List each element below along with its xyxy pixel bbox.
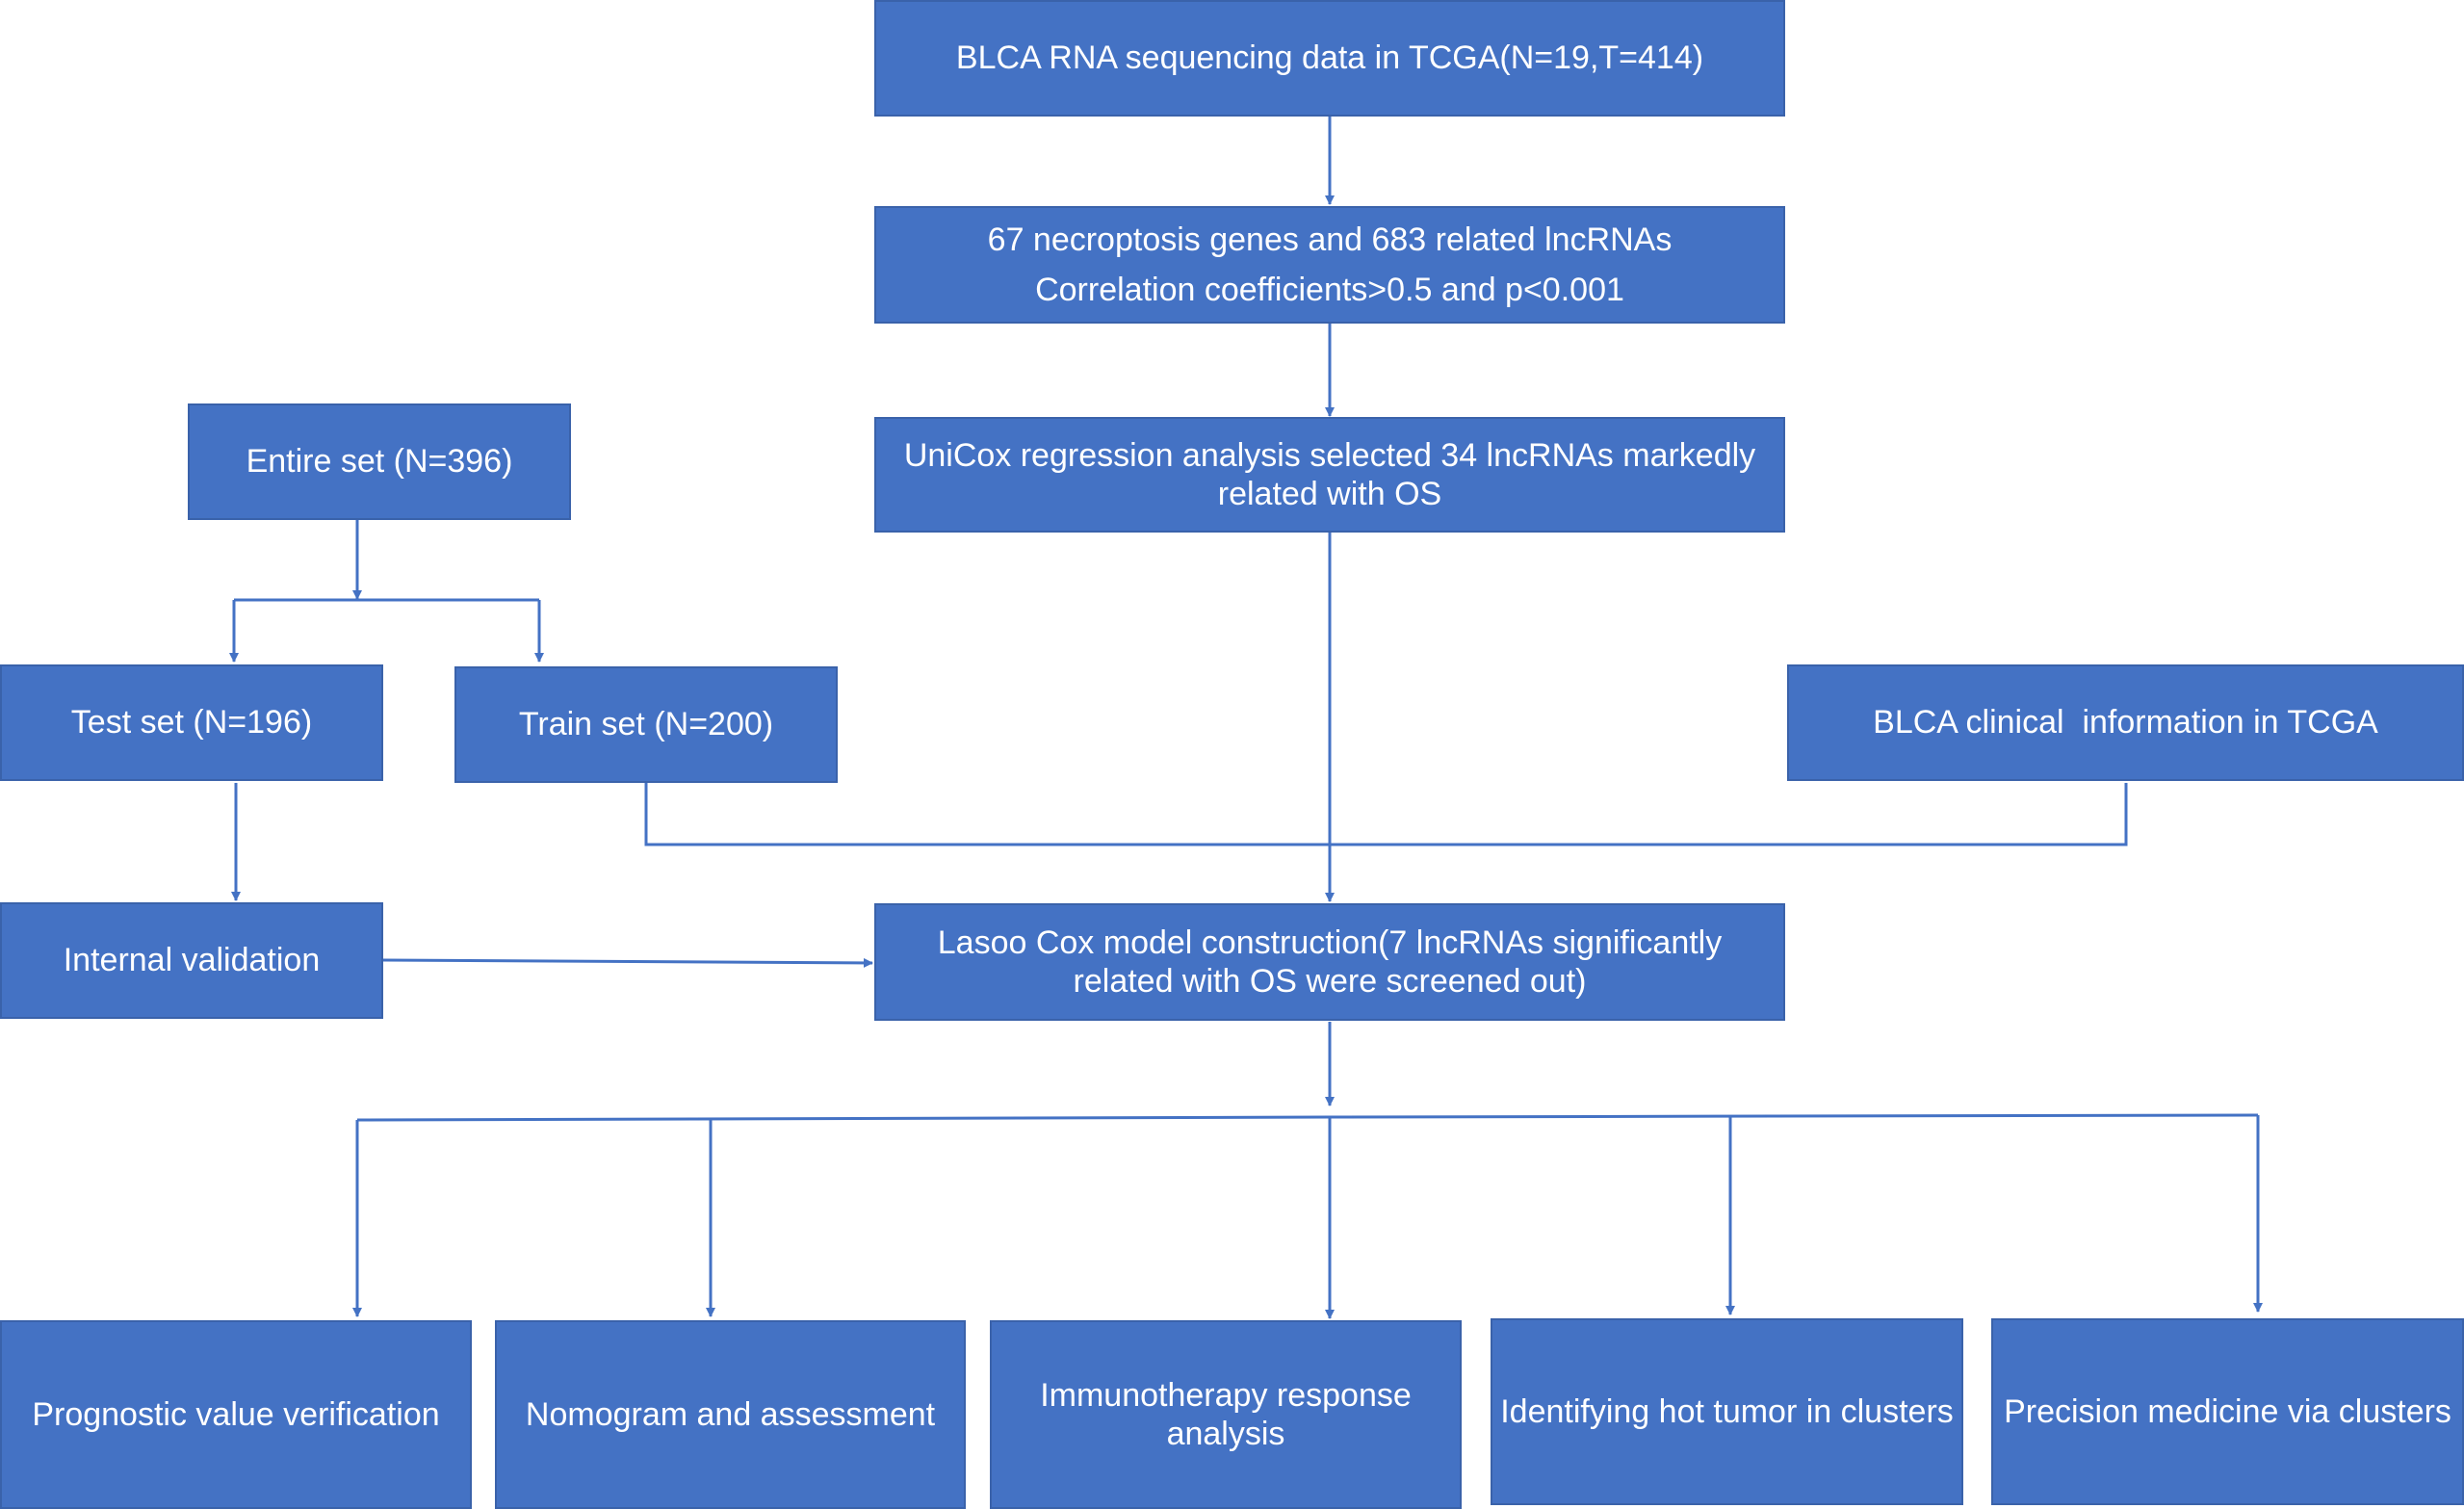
node-prognostic: Prognostic value verification: [0, 1320, 472, 1509]
line-train-clinical-merge: [644, 783, 2128, 846]
node-necroptosis: 67 necroptosis genes and 683 related lnc…: [874, 206, 1785, 324]
node-clinical-info: BLCA clinical information in TCGA: [1787, 664, 2464, 781]
node-hot-tumor: Identifying hot tumor in clusters: [1491, 1318, 1963, 1505]
arrow-internal-to-lasso: [382, 957, 873, 968]
node-lasso-model: Lasoo Cox model construction(7 lncRNAs s…: [874, 903, 1785, 1021]
node-nomogram: Nomogram and assessment: [495, 1320, 966, 1509]
node-unicox: UniCox regression analysis selected 34 l…: [874, 417, 1785, 533]
node-immunotherapy: Immunotherapy response analysis: [990, 1320, 1462, 1509]
node-train-set: Train set (N=200): [454, 666, 838, 783]
node-internal-validation: Internal validation: [0, 902, 383, 1019]
necroptosis-line-1: 67 necroptosis genes and 683 related lnc…: [987, 221, 1673, 258]
node-test-set: Test set (N=196): [0, 664, 383, 781]
node-rna-seq: BLCA RNA sequencing data in TCGA(N=19,T=…: [874, 0, 1785, 117]
node-entire-set: Entire set (N=396): [188, 403, 571, 520]
node-precision: Precision medicine via clusters: [1991, 1318, 2464, 1505]
line-distribution-horizontal: [356, 1113, 2259, 1122]
necroptosis-line-2: Correlation coefficients>0.5 and p<0.001: [1035, 272, 1624, 308]
